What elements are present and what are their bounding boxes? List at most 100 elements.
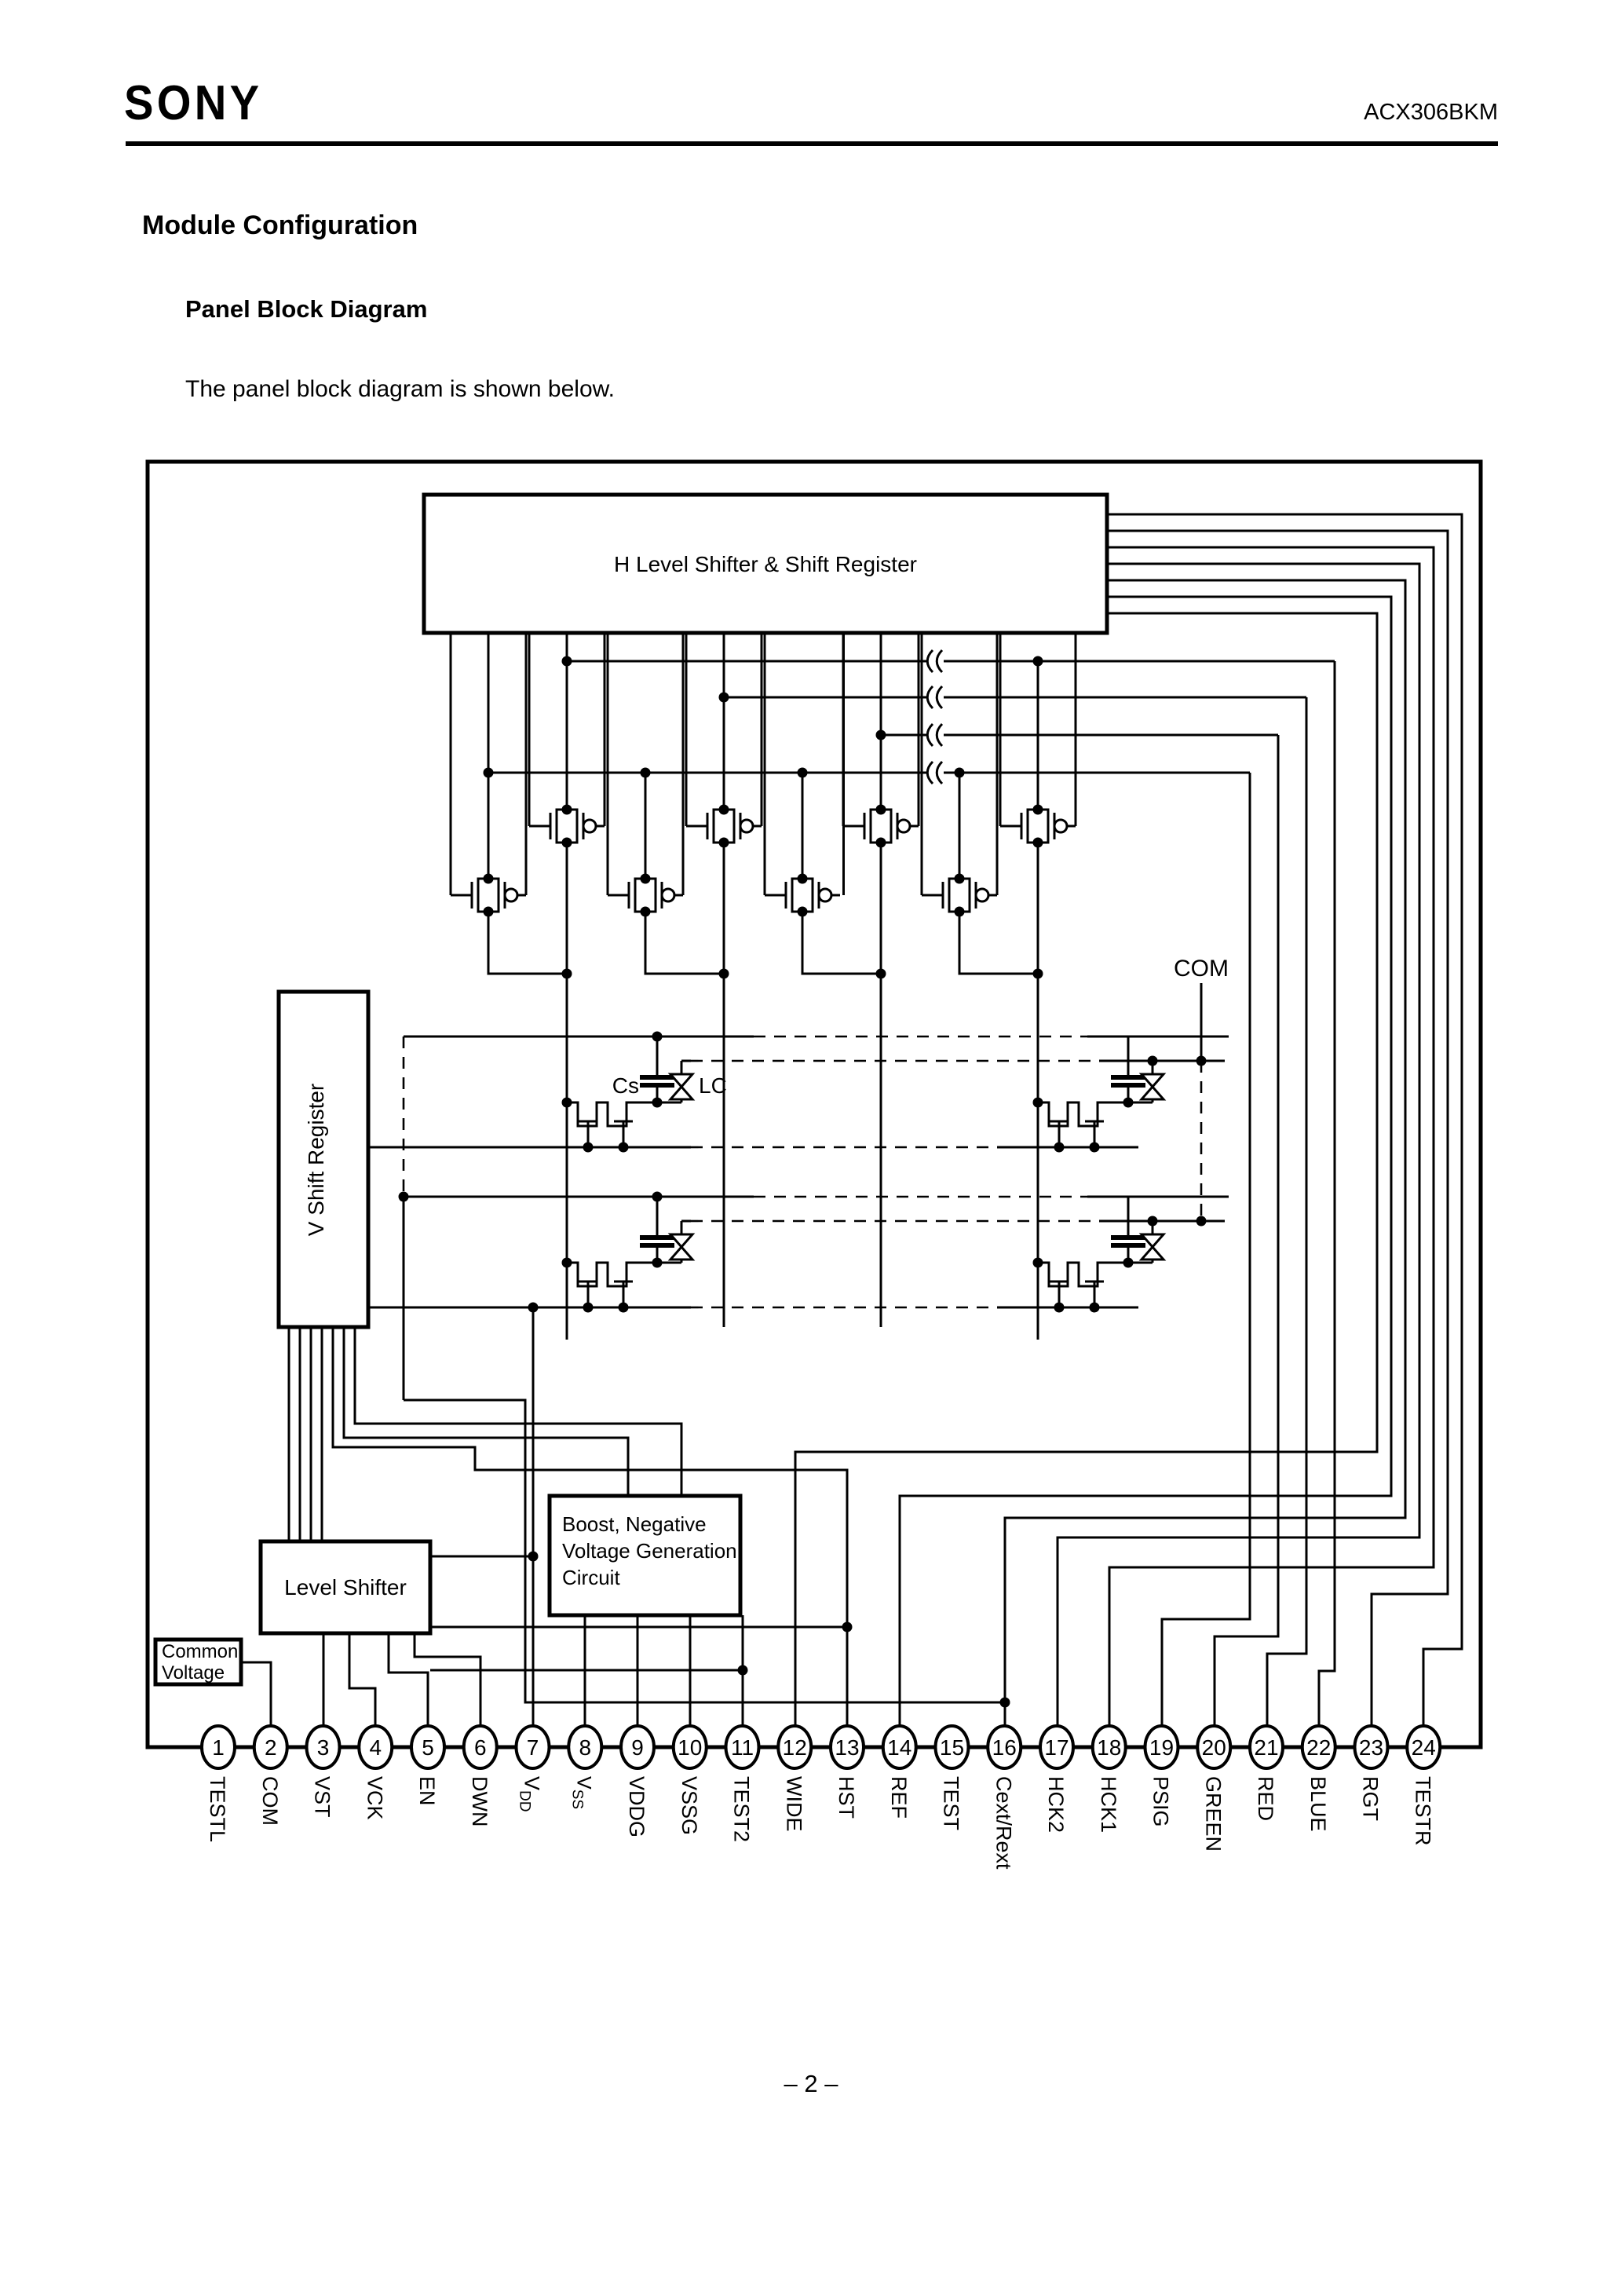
svg-text:Voltage Generation: Voltage Generation — [562, 1539, 737, 1563]
pin-number: 23 — [1359, 1735, 1383, 1760]
pin-label: VDD — [517, 1776, 544, 1812]
pin-number: 1 — [212, 1735, 225, 1760]
pin-label: HCK1 — [1097, 1776, 1120, 1833]
part-number: ACX306BKM — [1364, 100, 1498, 125]
page-header: SONY ACX306BKM — [124, 75, 1498, 146]
svg-text:Level Shifter: Level Shifter — [284, 1575, 407, 1600]
pin-circle — [881, 1724, 918, 1770]
pin-number: 11 — [731, 1735, 754, 1760]
pin-en: 5EN — [410, 1724, 446, 1806]
pin-number: 20 — [1202, 1735, 1226, 1760]
pin-row: 1TESTL2COM3VST4VCK5EN6DWN7VDD8VSS9VDDG10… — [200, 1724, 1442, 1870]
pin-circle — [1090, 1724, 1127, 1770]
pin-circle — [252, 1724, 289, 1770]
pin-number: 24 — [1412, 1735, 1436, 1760]
pin-circle — [1039, 1724, 1075, 1770]
pin-number: 22 — [1306, 1735, 1331, 1760]
pin-number: 18 — [1097, 1735, 1121, 1760]
sony-logo: SONY — [124, 75, 262, 130]
v-shift-register-block: V Shift Register — [276, 989, 371, 1329]
pin-circle — [776, 1724, 813, 1770]
pin-label: VSS — [568, 1776, 594, 1809]
pin-label: VCK — [363, 1776, 386, 1820]
svg-text:Circuit: Circuit — [562, 1566, 620, 1589]
svg-text:Boost, Negative: Boost, Negative — [562, 1512, 707, 1536]
pin-number: 5 — [422, 1735, 434, 1760]
pin-number: 16 — [992, 1735, 1017, 1760]
pin-circle — [357, 1724, 394, 1770]
com-label: COM — [1174, 956, 1229, 982]
pin-label: Cext/Rext — [992, 1776, 1015, 1870]
h-block-gate-lines — [449, 633, 1077, 895]
pin-label: DWN — [468, 1776, 491, 1826]
pin-number: 2 — [265, 1735, 277, 1760]
pin-number: 14 — [887, 1735, 911, 1760]
pin-label: REF — [887, 1776, 911, 1819]
pin-circle — [671, 1724, 708, 1770]
pin-circle — [1353, 1724, 1390, 1770]
diagram-border — [145, 459, 1483, 1749]
pin-label: COM — [258, 1776, 282, 1826]
h-shift-register-block: H Level Shifter & Shift Register — [422, 492, 1109, 635]
svg-text:V Shift Register: V Shift Register — [304, 1084, 328, 1237]
pin-label: WIDE — [782, 1776, 806, 1832]
pin-number: 21 — [1254, 1735, 1278, 1760]
pin-number: 3 — [317, 1735, 330, 1760]
pin-number: 7 — [527, 1735, 539, 1760]
pin-circle — [410, 1724, 446, 1770]
pin-number: 12 — [783, 1735, 807, 1760]
pin-number: 15 — [940, 1735, 964, 1760]
sampling-transistors — [449, 803, 1077, 918]
svg-text:Common: Common — [162, 1641, 238, 1662]
pin-number: 9 — [631, 1735, 644, 1760]
pin-label: RGT — [1359, 1776, 1383, 1821]
pin-number: 13 — [835, 1735, 859, 1760]
page-number: – 2 – — [784, 2070, 839, 2097]
svg-text:Voltage: Voltage — [162, 1662, 225, 1684]
cs-label: Cs — [612, 1073, 639, 1098]
pin-number: 10 — [678, 1735, 702, 1760]
header-rule — [126, 141, 1498, 146]
pin-circle — [200, 1724, 236, 1770]
pin-label: TESTR — [1411, 1776, 1434, 1846]
pin-circle — [1248, 1724, 1284, 1770]
pin-number: 17 — [1044, 1735, 1069, 1760]
pin-circle — [986, 1724, 1023, 1770]
section-title: Module Configuration — [142, 210, 418, 240]
pin-circle — [567, 1724, 604, 1770]
pin-circle — [933, 1724, 970, 1770]
pin-label: BLUE — [1306, 1776, 1330, 1832]
boost-voltage-block: Boost, Negative Voltage Generation Circu… — [547, 1493, 743, 1618]
pin-circle — [1196, 1724, 1233, 1770]
common-voltage-block: Common Voltage — [153, 1637, 243, 1687]
pin-label: VDDG — [625, 1776, 648, 1837]
pin-number: 19 — [1149, 1735, 1174, 1760]
level-shifter-block: Level Shifter — [258, 1539, 433, 1636]
video-bus-lines — [483, 649, 1335, 785]
svg-text:H Level Shifter & Shift Regist: H Level Shifter & Shift Register — [614, 552, 917, 576]
pin-label: TEST2 — [730, 1776, 754, 1842]
pin-circle — [619, 1724, 656, 1770]
pin-label: RED — [1254, 1776, 1277, 1821]
pin-label: VSSG — [678, 1776, 701, 1835]
pin-circle — [514, 1724, 551, 1770]
pin-label: VST — [311, 1776, 334, 1818]
pin-label: HCK2 — [1044, 1776, 1068, 1833]
